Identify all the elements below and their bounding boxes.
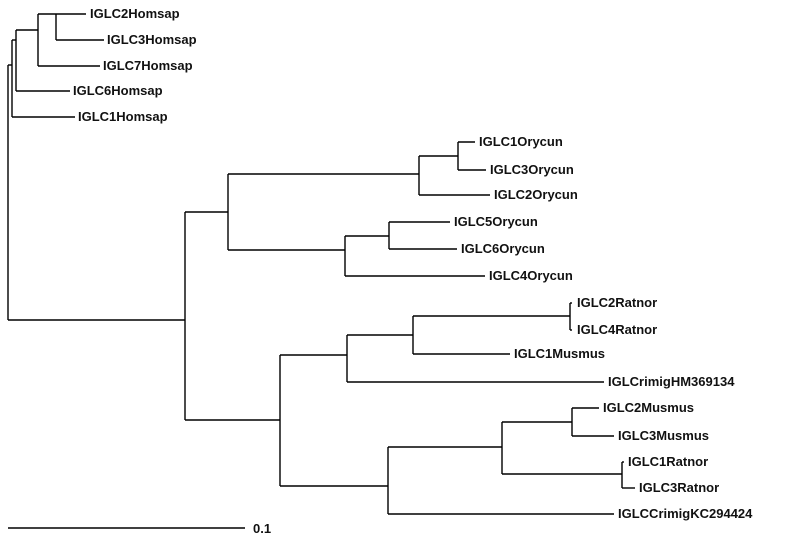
leaf-label: IGLC6Orycun [461,241,545,256]
leaf-label: IGLCrimigHM369134 [608,374,735,389]
leaf-label: IGLC7Homsap [103,58,193,73]
leaf-label: IGLC1Orycun [479,134,563,149]
leaf-label: IGLC3Ratnor [639,480,719,495]
leaf-label: IGLC2Orycun [494,187,578,202]
tree-branches [7,13,635,515]
leaf-label: IGLC3Homsap [107,32,197,47]
scale-bar-label: 0.1 [253,521,271,536]
leaf-label: IGLC1Musmus [514,346,605,361]
scale-bar: 0.1 [8,521,271,536]
leaf-label: IGLC1Homsap [78,109,168,124]
leaf-label: IGLC3Orycun [490,162,574,177]
leaf-label: IGLC4Orycun [489,268,573,283]
leaf-label: IGLCCrimigKC294424 [618,506,753,521]
leaf-label: IGLC1Ratnor [628,454,708,469]
leaf-label: IGLC5Orycun [454,214,538,229]
leaf-label: IGLC4Ratnor [577,322,657,337]
leaf-label: IGLC6Homsap [73,83,163,98]
leaf-label: IGLC2Homsap [90,6,180,21]
leaf-label: IGLC3Musmus [618,428,709,443]
leaf-label: IGLC2Ratnor [577,295,657,310]
leaf-label: IGLC2Musmus [603,400,694,415]
leaf-labels: IGLC2Homsap IGLC3Homsap IGLC7Homsap IGLC… [73,6,753,521]
